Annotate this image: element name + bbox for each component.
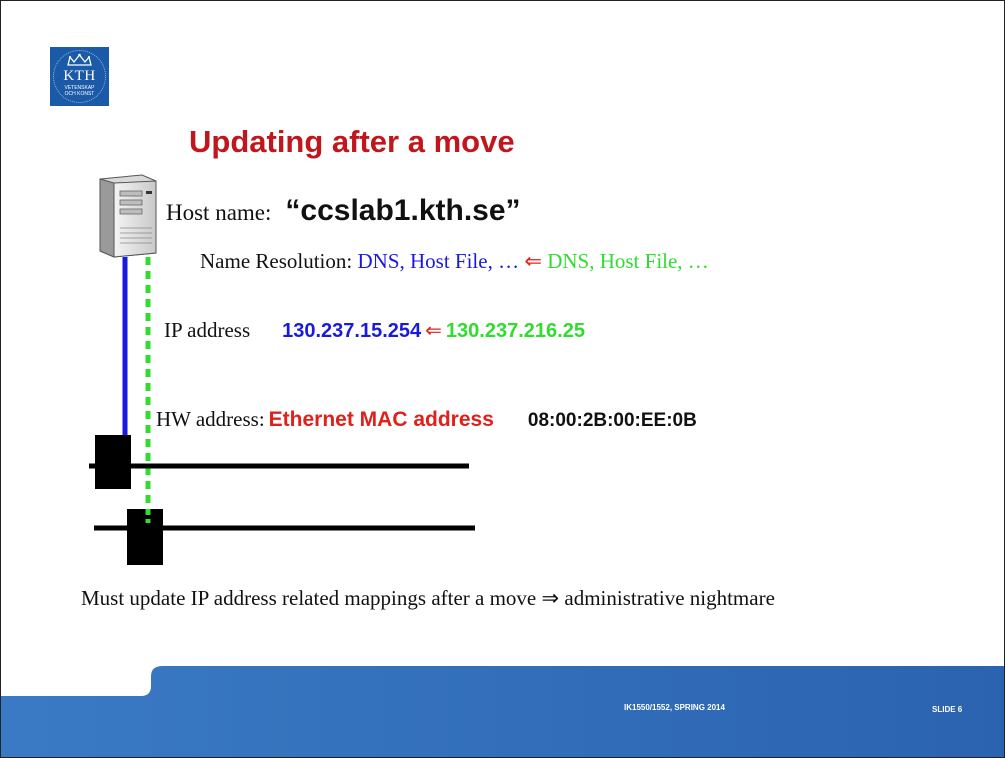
ip-address-new: 130.237.216.25 xyxy=(445,320,585,342)
kth-logo: KTH VETENSKAP OCH KONST xyxy=(50,47,109,106)
conclusion-tail: administrative nightmare xyxy=(564,586,775,610)
conclusion: Must update IP address related mappings … xyxy=(81,586,775,611)
server-tower-icon xyxy=(99,174,157,258)
kth-logo-text: KTH xyxy=(63,68,96,84)
host-name-value: “ccslab1.kth.se” xyxy=(285,194,521,227)
name-resolution-row: Name Resolution: DNS, Host File, … ⇐ DNS… xyxy=(200,249,709,274)
mac-address: 08:00:2B:00:EE:0B xyxy=(527,410,697,431)
conclusion-arrow: ⇒ xyxy=(541,586,560,610)
footer-course: IK1550/1552, SPRING 2014 xyxy=(624,703,725,712)
footer-slide-number: SLIDE 6 xyxy=(932,705,963,714)
hw-address-label: HW address: xyxy=(156,407,265,431)
ip-address-row: IP address 130.237.15.254 ⇐ 130.237.216.… xyxy=(164,318,585,343)
kth-logo-motto: VETENSKAP OCH KONST xyxy=(64,85,95,97)
name-resolution-arrow: ⇐ xyxy=(524,249,542,273)
name-resolution-new: DNS, Host File, … xyxy=(547,249,709,273)
conclusion-text: Must update IP address related mappings … xyxy=(81,586,537,610)
crown-icon xyxy=(67,53,92,66)
new-tap xyxy=(127,509,163,565)
hw-address-type: Ethernet MAC address xyxy=(268,408,494,431)
ip-address-arrow: ⇐ xyxy=(425,320,442,342)
network-diagram xyxy=(89,257,475,565)
footer-bar xyxy=(1,666,1004,757)
name-resolution-label: Name Resolution: xyxy=(200,249,353,273)
host-name-row: Host name: “ccslab1.kth.se” xyxy=(166,194,521,228)
slide-title: Updating after a move xyxy=(189,124,515,159)
name-resolution-old: DNS, Host File, … xyxy=(357,249,520,273)
hw-address-row: HW address: Ethernet MAC address 08:00:2… xyxy=(156,407,697,432)
ip-address-label: IP address xyxy=(164,318,251,342)
ip-address-old: 130.237.15.254 xyxy=(282,320,422,342)
host-name-label: Host name: xyxy=(166,200,272,225)
old-tap xyxy=(95,435,131,489)
